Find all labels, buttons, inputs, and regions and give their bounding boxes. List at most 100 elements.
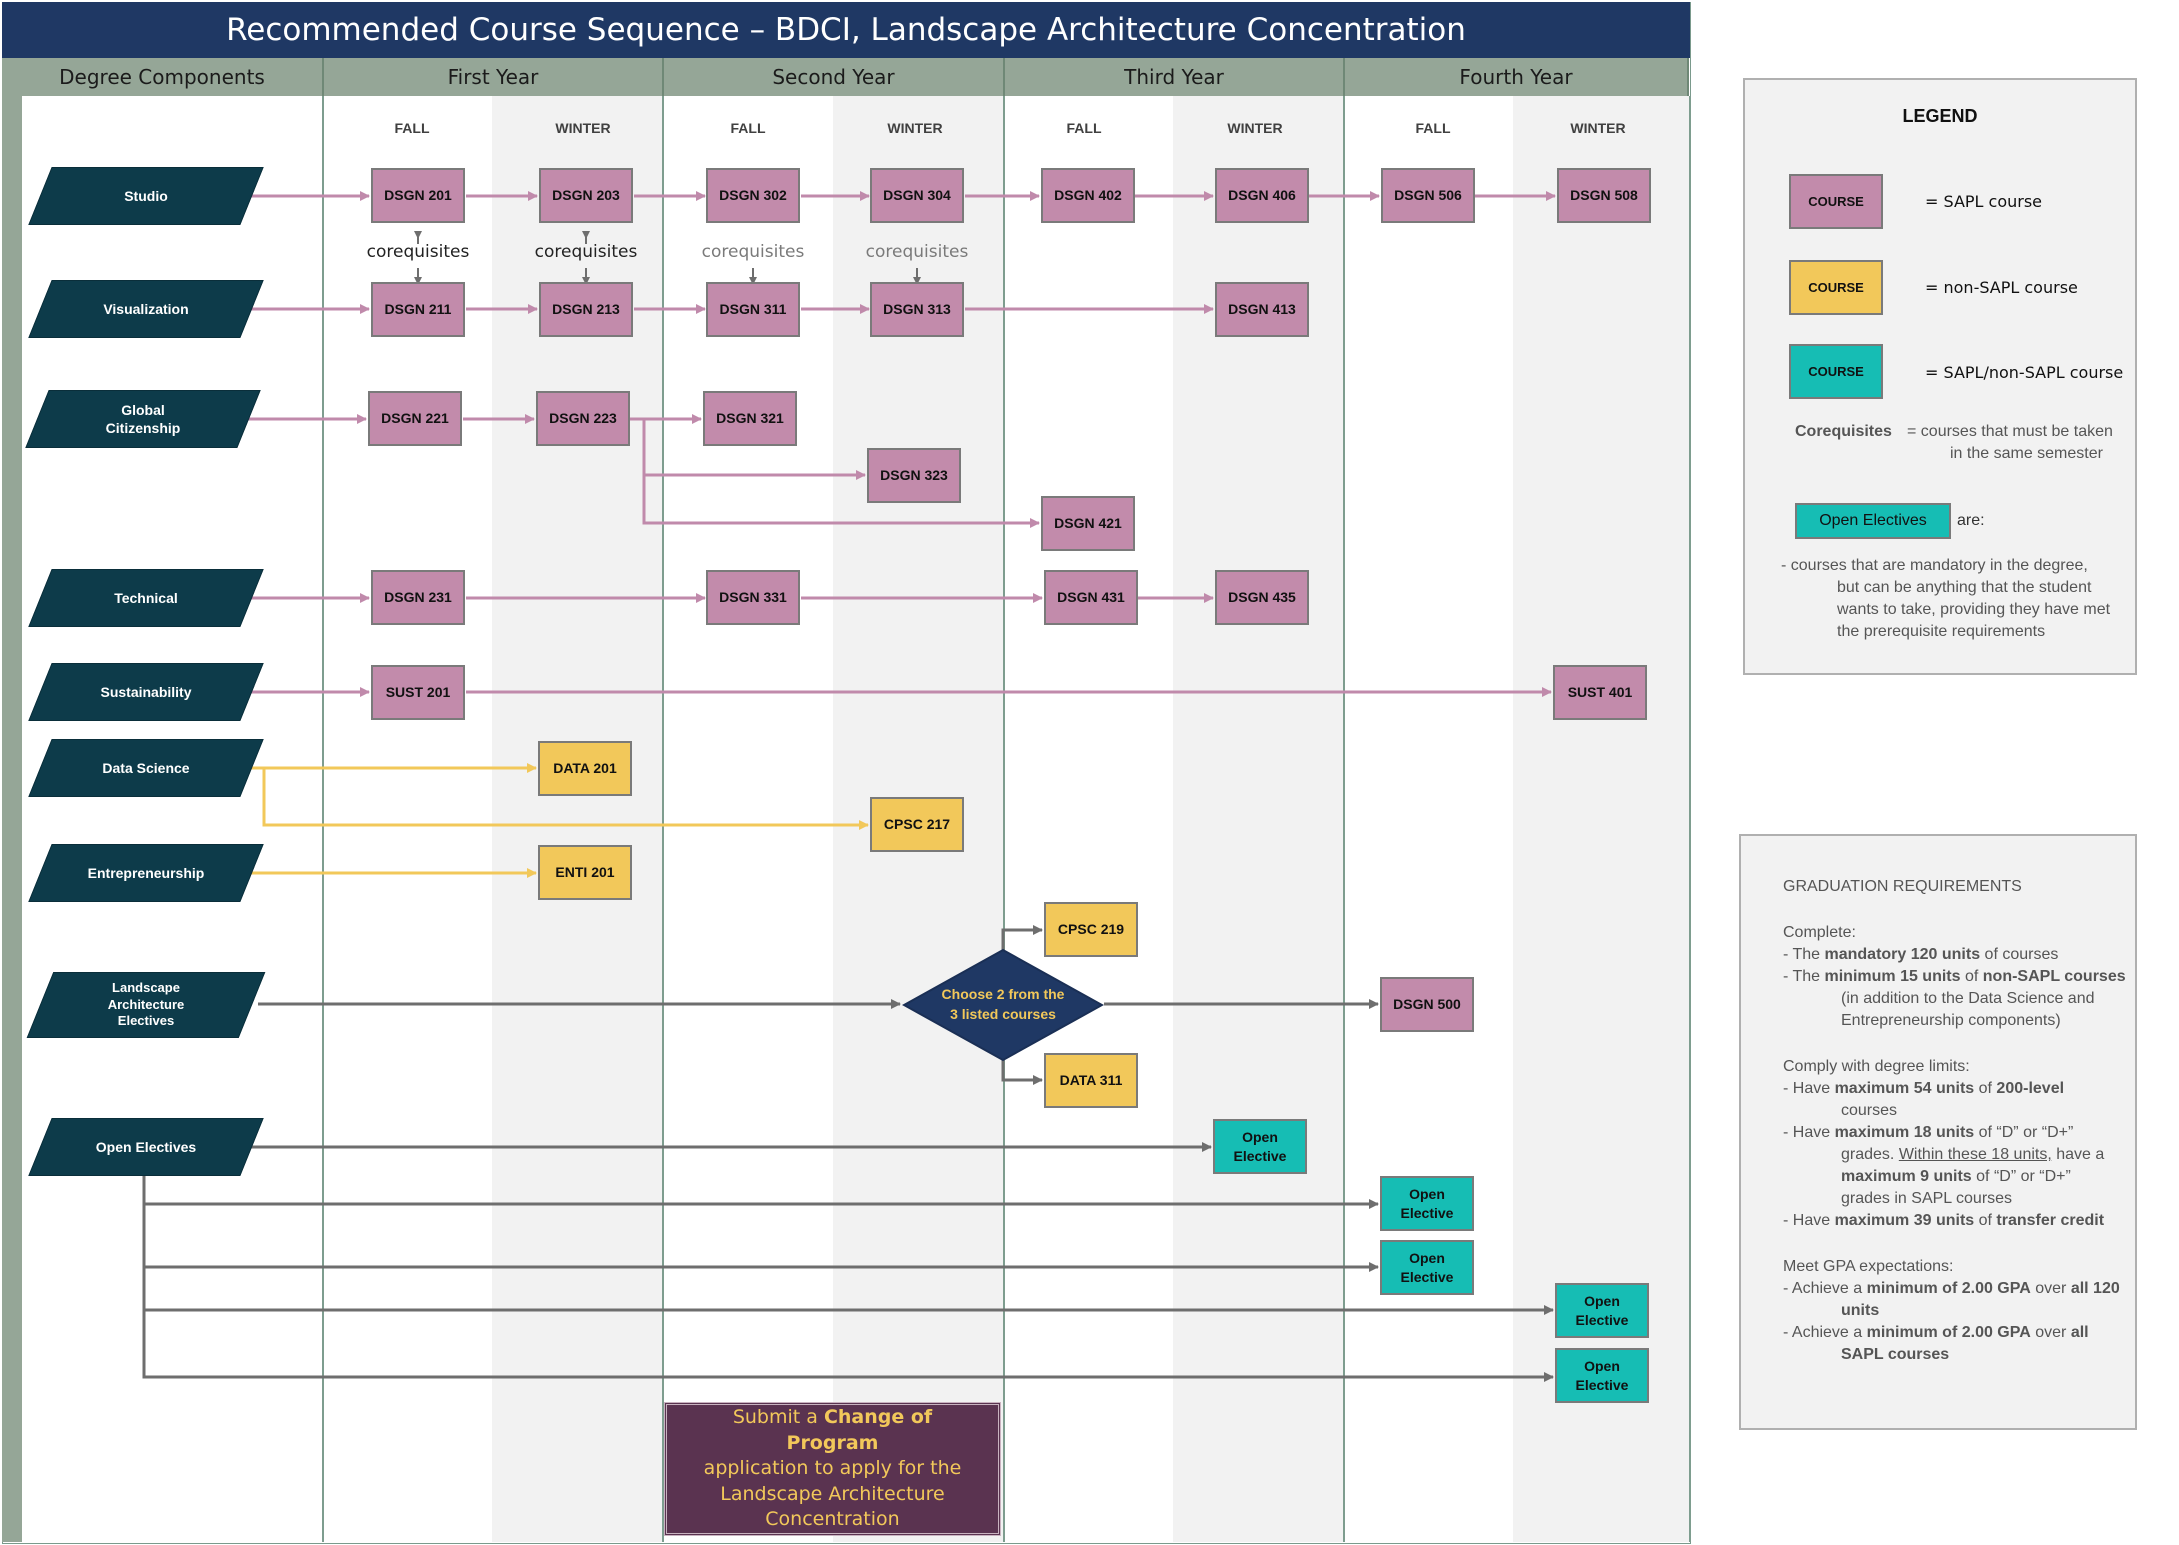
diagram-title: Recommended Course Sequence – BDCI, Land… (2, 2, 1690, 58)
course-dsgn323: DSGN 323 (867, 448, 961, 503)
course-dsgn508: DSGN 508 (1557, 168, 1651, 223)
course-dsgn313: DSGN 313 (870, 282, 964, 337)
corequisites-label: corequisites (865, 242, 969, 262)
course-data201: DATA 201 (538, 741, 632, 796)
graduation-requirements-panel: GRADUATION REQUIREMENTS Complete: - The … (1739, 834, 2137, 1430)
course-dsgn311: DSGN 311 (706, 282, 800, 337)
legend-nonsapl-swatch: COURSE (1789, 260, 1883, 315)
course-dsgn213: DSGN 213 (539, 282, 633, 337)
column-header-first-year: First Year (324, 58, 664, 96)
legend-corequisites-term: Corequisites (1795, 423, 1892, 440)
legend-title: LEGEND (1902, 106, 1978, 126)
legend-mixed-swatch: COURSE (1789, 344, 1883, 399)
semester-label: FALL (394, 120, 430, 136)
course-dsgn231: DSGN 231 (371, 570, 465, 625)
grad-limit-1-l2: courses (1841, 1102, 1898, 1119)
column-divider (1343, 96, 1345, 1542)
course-dsgn406: DSGN 406 (1215, 168, 1309, 223)
course-dsgn211: DSGN 211 (371, 282, 465, 337)
column-header-components: Degree Components (2, 58, 324, 96)
semester-label: FALL (1415, 120, 1451, 136)
semester-label: WINTER (1570, 120, 1626, 136)
semester-label: WINTER (1227, 120, 1283, 136)
course-dsgn331: DSGN 331 (706, 570, 800, 625)
course-dsgn500: DSGN 500 (1380, 977, 1474, 1032)
open-elective-box: Open Elective (1213, 1119, 1307, 1174)
legend-open-def-3: wants to take, providing they have met (1837, 601, 2111, 618)
component-open-electives: Open Electives (28, 1118, 264, 1176)
legend-nonsapl-text: = non-SAPL course (1925, 278, 2078, 297)
grad-gpa-2-l2: SAPL courses (1841, 1346, 1950, 1363)
legend-open-def-4: the prerequisite requirements (1837, 623, 2046, 640)
legend-mixed-text: = SAPL/non-SAPL course (1925, 363, 2124, 382)
component-global-citizenship: Global Citizenship (25, 390, 261, 448)
grad-complete-2: - The minimum 15 units of non-SAPL cours… (1783, 968, 2126, 985)
column-divider (1003, 96, 1005, 1542)
legend-open-def-1: - courses that are mandatory in the degr… (1781, 557, 2088, 574)
open-elective-box: Open Elective (1380, 1176, 1474, 1231)
grad-complete-2-l2: (in addition to the Data Science and (1841, 990, 2095, 1007)
open-elective-box: Open Elective (1555, 1348, 1649, 1403)
course-dsgn413: DSGN 413 (1215, 282, 1309, 337)
course-cpsc219: CPSC 219 (1044, 902, 1138, 957)
grad-limit-2-l2: grades. Within these 18 units, have a (1841, 1146, 2105, 1163)
legend-open-def-2: but can be anything that the student (1837, 579, 2092, 596)
course-dsgn402: DSGN 402 (1041, 168, 1135, 223)
semester-label: WINTER (555, 120, 611, 136)
grad-limit-2: - Have maximum 18 units of “D” or “D+” (1783, 1124, 2074, 1141)
grad-complete-1: - The mandatory 120 units of courses (1783, 946, 2059, 963)
shade-y1-winter (492, 96, 662, 1542)
legend-corequisites-def: = courses that must be taken (1907, 423, 2113, 440)
corequisites-label: corequisites (534, 242, 638, 262)
course-dsgn302: DSGN 302 (706, 168, 800, 223)
semester-label: FALL (730, 120, 766, 136)
component-visualization: Visualization (28, 280, 264, 338)
course-data311: DATA 311 (1044, 1053, 1138, 1108)
grad-gpa-2: - Achieve a minimum of 2.00 GPA over all (1783, 1324, 2089, 1341)
legend-corequisites-def-2: in the same semester (1950, 445, 2103, 462)
course-dsgn201: DSGN 201 (371, 168, 465, 223)
column-header-fourth-year: Fourth Year (1345, 58, 1689, 96)
course-dsgn431: DSGN 431 (1044, 570, 1138, 625)
grad-gpa: Meet GPA expectations: (1783, 1258, 1954, 1275)
course-dsgn421: DSGN 421 (1041, 496, 1135, 551)
semester-label: WINTER (887, 120, 943, 136)
grad-limit-2-l3: maximum 9 units of “D” or “D+” (1841, 1168, 2071, 1185)
component-landscape-electives: Landscape Architecture Electives (26, 972, 266, 1038)
course-dsgn506: DSGN 506 (1381, 168, 1475, 223)
course-dsgn221: DSGN 221 (368, 391, 462, 446)
open-elective-box: Open Elective (1380, 1240, 1474, 1295)
component-data-science: Data Science (28, 739, 264, 797)
column-divider (1689, 96, 1691, 1542)
component-entrepreneurship: Entrepreneurship (28, 844, 264, 902)
column-divider (662, 96, 664, 1542)
course-enti201: ENTI 201 (538, 845, 632, 900)
change-of-program-note: Submit a Change of Program application t… (664, 1402, 1001, 1536)
grad-heading: GRADUATION REQUIREMENTS (1783, 878, 2022, 895)
legend-sapl-swatch: COURSE (1789, 174, 1883, 229)
open-elective-box: Open Elective (1555, 1283, 1649, 1338)
grad-complete-2-l3: Entrepreneurship components) (1841, 1012, 2061, 1029)
course-dsgn321: DSGN 321 (703, 391, 797, 446)
corequisites-label: corequisites (701, 242, 805, 262)
course-cpsc217: CPSC 217 (870, 797, 964, 852)
course-dsgn304: DSGN 304 (870, 168, 964, 223)
component-technical: Technical (28, 569, 264, 627)
course-dsgn223: DSGN 223 (536, 391, 630, 446)
column-header-second-year: Second Year (664, 58, 1005, 96)
legend-open-are: are: (1957, 512, 1985, 529)
legend-panel: LEGEND COURSE = SAPL course COURSE = non… (1743, 78, 2137, 675)
grad-gpa-1: - Achieve a minimum of 2.00 GPA over all… (1783, 1280, 2120, 1297)
left-bar (2, 96, 22, 1542)
grad-limit-3: - Have maximum 39 units of transfer cred… (1783, 1212, 2105, 1229)
component-sustainability: Sustainability (28, 663, 264, 721)
choose-two-diamond: Choose 2 from the 3 listed courses (901, 948, 1105, 1062)
legend-open-electives-swatch: Open Electives (1795, 503, 1951, 539)
component-studio: Studio (28, 167, 264, 225)
corequisites-label: corequisites (366, 242, 470, 262)
grad-complete: Complete: (1783, 924, 1856, 941)
shade-y3-winter (1173, 96, 1343, 1542)
course-sust201: SUST 201 (371, 665, 465, 720)
course-dsgn435: DSGN 435 (1215, 570, 1309, 625)
